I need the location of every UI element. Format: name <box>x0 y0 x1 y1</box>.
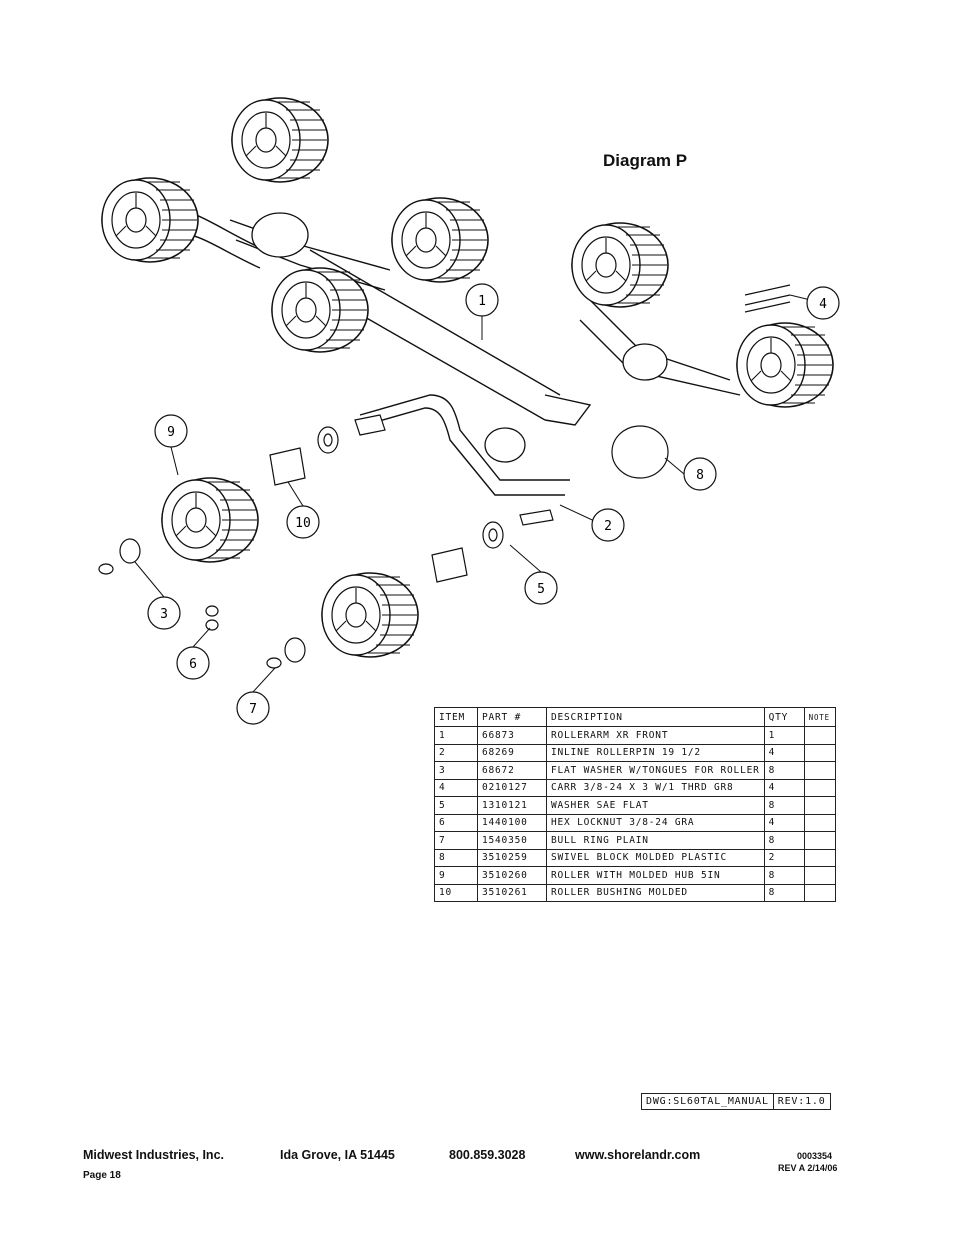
cell-qty: 8 <box>763 831 805 850</box>
cell-note <box>803 761 836 780</box>
cell-part: 0210127 <box>477 778 547 797</box>
cell-qty: 4 <box>763 778 805 797</box>
cell-note <box>803 883 836 902</box>
header-qty: QTY <box>763 707 805 727</box>
callout-7: 7 <box>249 702 257 717</box>
cell-description: BULL RING PLAIN <box>546 831 765 850</box>
header-part: PART # <box>477 707 547 727</box>
cell-note <box>803 848 836 867</box>
roller-right-top <box>571 222 669 308</box>
cell-description: ROLLERARM XR FRONT <box>546 726 765 745</box>
cell-item: 10 <box>434 883 478 902</box>
cell-description: INLINE ROLLERPIN 19 1/2 <box>546 743 765 762</box>
cell-part: 68672 <box>477 761 547 780</box>
cell-description: ROLLER BUSHING MOLDED <box>546 883 765 902</box>
exploded-assembly-drawing: 1 2 3 4 5 6 7 8 9 10 <box>98 97 840 725</box>
header-item: ITEM <box>434 707 478 727</box>
cell-item: 4 <box>434 778 478 797</box>
cell-part: 66873 <box>477 726 547 745</box>
cell-qty: 8 <box>763 883 805 902</box>
cell-qty: 8 <box>763 761 805 780</box>
page-number: Page 18 <box>83 1170 121 1181</box>
callout-2: 2 <box>604 519 612 534</box>
cell-item: 2 <box>434 743 478 762</box>
cell-qty: 4 <box>763 813 805 832</box>
cell-qty: 2 <box>763 848 805 867</box>
cell-note <box>803 796 836 815</box>
callout-5: 5 <box>537 582 545 597</box>
cell-item: 9 <box>434 866 478 885</box>
drawing-title-block: DWG:SL60TAL_MANUAL REV:1.0 <box>641 1093 831 1110</box>
cell-item: 7 <box>434 831 478 850</box>
cell-part: 1310121 <box>477 796 547 815</box>
cell-note <box>803 778 836 797</box>
cell-qty: 1 <box>763 726 805 745</box>
header-description: DESCRIPTION <box>546 707 765 727</box>
cell-part: 3510259 <box>477 848 547 867</box>
roller-front <box>271 267 369 353</box>
header-note: NOTE <box>803 707 836 727</box>
cell-description: ROLLER WITH MOLDED HUB 5IN <box>546 866 765 885</box>
cell-part: 1440100 <box>477 813 547 832</box>
cell-part: 68269 <box>477 743 547 762</box>
cell-note <box>803 743 836 762</box>
roller-exploded-1 <box>161 477 259 563</box>
roller-top-left <box>231 97 329 183</box>
callout-1: 1 <box>478 294 486 309</box>
cell-note <box>803 813 836 832</box>
cell-description: HEX LOCKNUT 3/8-24 GRA <box>546 813 765 832</box>
drawing-revision: REV:1.0 <box>772 1094 830 1109</box>
callout-8: 8 <box>696 468 704 483</box>
callout-6: 6 <box>189 657 197 672</box>
footer-website: www.shorelandr.com <box>575 1148 701 1162</box>
document-number: 0003354 <box>797 1151 833 1161</box>
cell-description: SWIVEL BLOCK MOLDED PLASTIC <box>546 848 765 867</box>
document-revision: REV A 2/14/06 <box>778 1163 838 1173</box>
cell-qty: 4 <box>763 743 805 762</box>
cell-item: 1 <box>434 726 478 745</box>
cell-note <box>803 726 836 745</box>
cell-qty: 8 <box>763 796 805 815</box>
callout-9: 9 <box>167 425 175 440</box>
cell-item: 8 <box>434 848 478 867</box>
cell-description: WASHER SAE FLAT <box>546 796 765 815</box>
footer-city: Ida Grove, IA 51445 <box>280 1148 395 1162</box>
cell-note <box>803 866 836 885</box>
roller-left <box>101 177 199 263</box>
table-header-row: ITEM PART # DESCRIPTION QTY NOTE <box>434 707 836 727</box>
footer-phone: 800.859.3028 <box>449 1148 526 1162</box>
cell-description: CARR 3/8-24 X 3 W/1 THRD GR8 <box>546 778 765 797</box>
cell-qty: 8 <box>763 866 805 885</box>
cell-item: 5 <box>434 796 478 815</box>
cell-description: FLAT WASHER W/TONGUES FOR ROLLER <box>546 761 765 780</box>
roller-right <box>736 322 834 408</box>
callout-3: 3 <box>160 607 168 622</box>
cell-part: 3510260 <box>477 866 547 885</box>
diagram-title: Diagram P <box>603 151 688 170</box>
cell-part: 3510261 <box>477 883 547 902</box>
cell-item: 6 <box>434 813 478 832</box>
cell-item: 3 <box>434 761 478 780</box>
roller-exploded-2 <box>321 572 419 658</box>
footer-company: Midwest Industries, Inc. <box>83 1148 224 1162</box>
drawing-name: DWG:SL60TAL_MANUAL <box>646 1096 769 1107</box>
cell-note <box>803 831 836 850</box>
callout-10: 10 <box>295 516 311 531</box>
cell-part: 1540350 <box>477 831 547 850</box>
callout-4: 4 <box>819 297 827 312</box>
roller-center <box>391 197 489 283</box>
